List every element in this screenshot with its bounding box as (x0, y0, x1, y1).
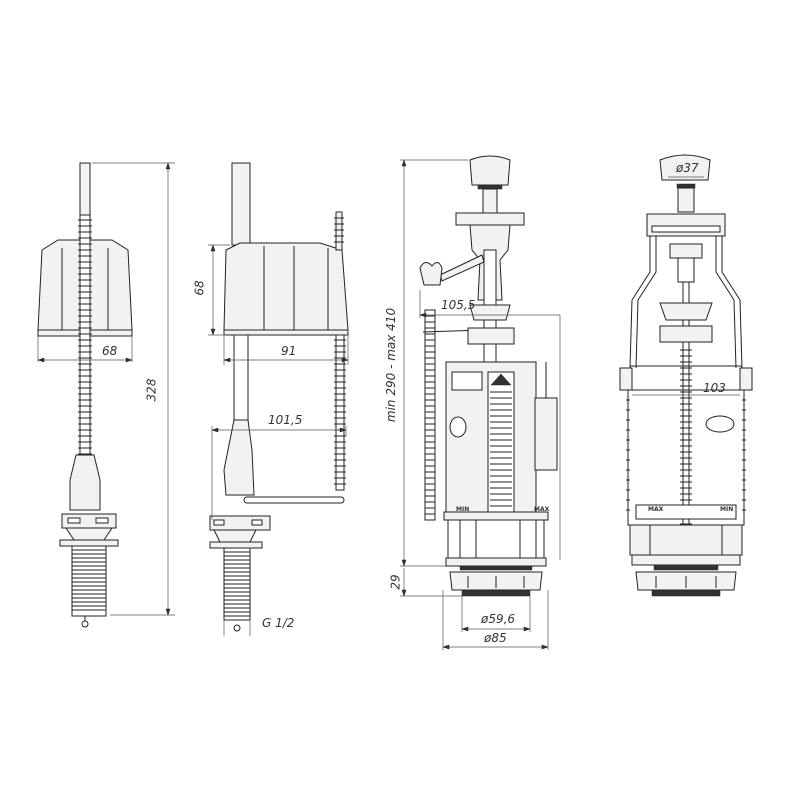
fill-valve-side-drawing (208, 162, 349, 636)
rod-ribs (78, 219, 92, 473)
dim-arm-offset-label: 105,5 (441, 298, 476, 312)
dim-thread-diameter-label: ø59,6 (481, 612, 516, 626)
marking-min-side: MIN (456, 506, 470, 513)
fill-valve-front-drawing (37, 162, 175, 628)
flush-valve-front-drawing (619, 154, 753, 597)
marking-max-side: MAX (534, 506, 550, 513)
dim-flange-diameter-label: ø85 (484, 631, 507, 645)
dim-arm-reach-label: 101,5 (268, 413, 303, 427)
flush-valve-side-drawing (400, 155, 561, 650)
dim-float-width-side-label: 91 (281, 344, 297, 358)
marking-max-front: MAX (648, 506, 664, 513)
dim-body-width-label: 103 (703, 381, 726, 395)
marking-min-front: MIN (720, 506, 734, 513)
dim-float-width-label: 68 (102, 344, 118, 358)
dim-thread-label: G 1/2 (262, 616, 295, 630)
dim-thread-height-label: 29 (388, 574, 403, 590)
dim-float-height-label: 68 (192, 280, 207, 296)
dim-total-height-label: 328 (144, 378, 159, 402)
dim-button-diameter-label: ø37 (676, 161, 699, 175)
dim-adjustable-height-label: min 290 - max 410 (384, 307, 399, 423)
